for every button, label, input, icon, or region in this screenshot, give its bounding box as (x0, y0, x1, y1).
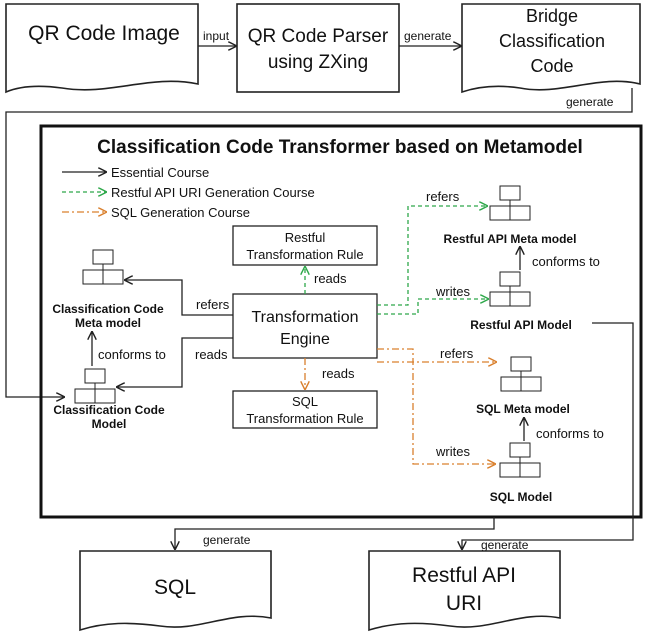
label-conforms-sql: conforms to (536, 426, 604, 441)
arrow-writes-restful (377, 299, 488, 315)
restful-model-label: Restful API Model (470, 318, 572, 332)
qr-parser-label-1: QR Code Parser (248, 26, 389, 47)
qr-parser-process: QR Code Parser using ZXing (236, 3, 400, 93)
sql-model-icon (499, 442, 541, 478)
qr-image-label: QR Code Image (28, 22, 180, 45)
arrow-generate-uri (462, 322, 634, 549)
sql-meta-label: SQL Meta model (476, 402, 570, 416)
bridge-code-label-1: Bridge (526, 6, 578, 26)
engine-label-1: Transformation (252, 309, 359, 326)
label-conforms-left: conforms to (98, 347, 166, 362)
restful-rule-box: Restful Transformation Rule (232, 225, 378, 266)
label-reads-left: reads (195, 347, 228, 362)
class-model-label-1: Classification Code (53, 403, 165, 417)
legend-essential: Essential Course (111, 165, 209, 180)
class-meta-label-1: Classification Code (52, 302, 164, 316)
qr-image-document: QR Code Image (5, 3, 199, 94)
legend-sql: SQL Generation Course (111, 205, 250, 220)
sql-meta-icon (500, 356, 542, 392)
sql-output-label: SQL (154, 576, 196, 599)
engine-box: Transformation Engine (232, 293, 378, 359)
label-conforms-restful: conforms to (532, 254, 600, 269)
legend: Essential Course Restful API URI Generat… (62, 165, 315, 220)
label-generate-sql: generate (203, 533, 251, 547)
arrow-reads-left (117, 337, 233, 387)
uri-output-label-1: Restful API (412, 564, 516, 587)
sql-model-label: SQL Model (490, 490, 552, 504)
transformer-title: Classification Code Transformer based on… (97, 137, 583, 158)
class-meta-label-2: Meta model (75, 316, 141, 330)
label-refers-restful: refers (426, 189, 460, 204)
sql-rule-label-2: Transformation Rule (246, 411, 363, 426)
label-refers-sql: refers (440, 346, 474, 361)
class-meta-icon (82, 249, 124, 285)
uri-output-label-2: URI (446, 592, 482, 615)
label-writes-sql: writes (435, 444, 470, 459)
uri-output-document: Restful API URI (368, 550, 561, 632)
sql-output-document: SQL (79, 550, 272, 632)
legend-restful: Restful API URI Generation Course (111, 185, 315, 200)
sql-rule-label-1: SQL (292, 394, 318, 409)
restful-meta-label: Restful API Meta model (444, 232, 577, 246)
arrow-refers-left (125, 280, 233, 316)
restful-rule-label-1: Restful (285, 230, 326, 245)
label-input: input (203, 29, 230, 43)
label-reads-sql: reads (322, 366, 355, 381)
arrow-writes-sql (377, 348, 495, 464)
class-model-label-2: Model (92, 417, 127, 431)
bridge-code-document: Bridge Classification Code (461, 3, 641, 94)
qr-parser-label-2: using ZXing (268, 52, 368, 73)
engine-label-2: Engine (280, 331, 330, 348)
sql-rule-box: SQL Transformation Rule (232, 390, 378, 429)
label-generate-top: generate (404, 29, 452, 43)
transformer-frame (39, 124, 643, 519)
label-refers-left: refers (196, 297, 230, 312)
arrow-bridge-to-model (5, 88, 633, 397)
restful-model-icon (489, 271, 531, 307)
label-writes-restful: writes (435, 284, 470, 299)
arrow-refers-restful (377, 206, 487, 306)
label-generate-right: generate (566, 95, 614, 109)
arrow-generate-sql (175, 517, 495, 549)
bridge-code-label-3: Code (530, 56, 573, 76)
restful-rule-label-2: Transformation Rule (246, 247, 363, 262)
restful-meta-icon (489, 185, 531, 221)
bridge-code-label-2: Classification (499, 31, 605, 51)
label-reads-restful: reads (314, 271, 347, 286)
label-generate-uri: generate (481, 538, 529, 552)
class-model-icon (74, 368, 116, 404)
